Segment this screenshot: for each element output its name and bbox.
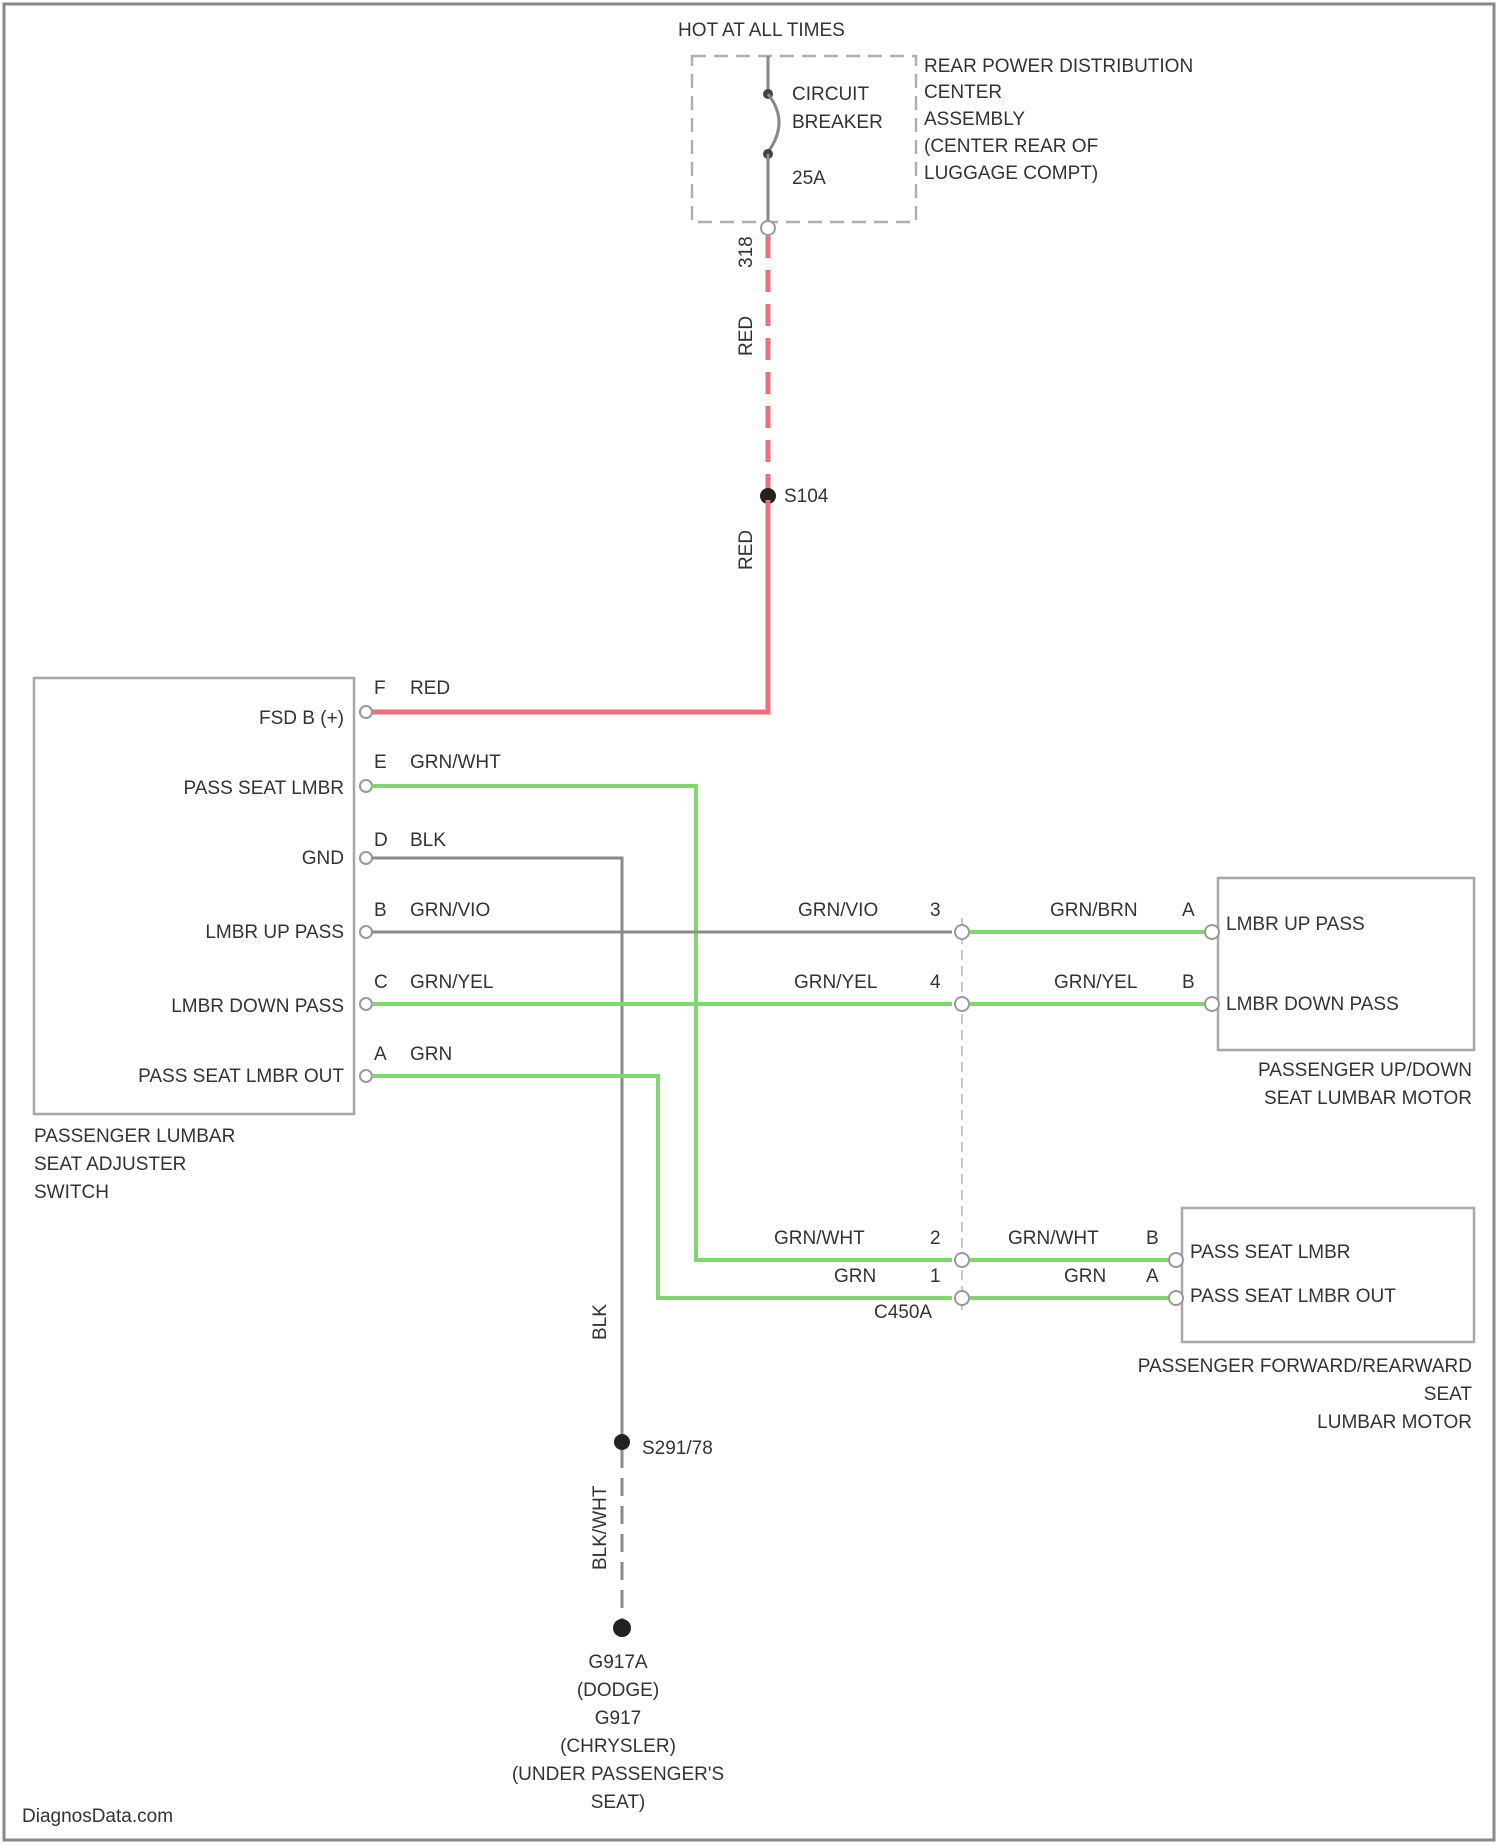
conn-left-wire-3: GRN/VIO [798,900,878,921]
switch-terminal-f [360,706,372,718]
updown-terminal-a [1205,925,1219,939]
switch-wire-a: GRN [410,1044,452,1065]
circuit-breaker-symbol [763,56,779,222]
switch-pin-a: A [374,1044,387,1065]
conn-pin-label-2: 2 [930,1228,941,1249]
conn-pin-label-1: 1 [930,1266,941,1287]
switch-pin-f: F [374,678,386,699]
switch-wire-d: BLK [410,830,446,851]
breaker-label-1: CIRCUIT [792,84,869,105]
splice-top-label: S104 [784,486,829,507]
connector-pin-1 [955,1291,969,1305]
ground-label-1: G917A [588,1652,647,1673]
connector-pin-2 [955,1253,969,1267]
switch-pin-label-d: GND [302,848,344,869]
fwdrear-pin-label-lmbr: PASS SEAT LMBR [1190,1242,1351,1263]
switch-wire-c: GRN/YEL [410,972,493,993]
fwdrear-motor-name-3: LUMBAR MOTOR [1317,1412,1472,1433]
switch-wire-e: GRN/WHT [410,752,501,773]
rpdc-label-2: CENTER [924,82,1002,103]
wire-blk-ground [372,858,622,1438]
switch-terminal-c [360,998,372,1010]
connector-id: C450A [874,1302,932,1323]
switch-terminal-e [360,780,372,792]
updown-motor-name-2: SEAT LUMBAR MOTOR [1264,1088,1472,1109]
updown-motor-name-1: PASSENGER UP/DOWN [1258,1060,1472,1081]
ground-wire-lower-color: BLK/WHT [590,1485,611,1570]
ground-point [613,1619,631,1637]
rpdc-label-1: REAR POWER DISTRIBUTION [924,56,1193,77]
rpdc-label-5: LUGGAGE COMPT) [924,163,1098,184]
motor-pin-label-b-updown: B [1182,972,1195,993]
conn-pin-label-4: 4 [930,972,941,993]
fwdrear-motor-name-1: PASSENGER FORWARD/REARWARD [1138,1356,1472,1377]
switch-pin-label-e: PASS SEAT LMBR [184,778,345,799]
motor-pin-label-b-fwdrear: B [1146,1228,1159,1249]
watermark: DiagnosData.com [22,1806,173,1827]
splice-bottom-label: S291/78 [642,1438,713,1459]
ground-label-6: SEAT) [591,1792,646,1813]
switch-name-1: PASSENGER LUMBAR [34,1126,235,1147]
switch-pin-c: C [374,972,388,993]
updown-pin-label-up: LMBR UP PASS [1226,914,1365,935]
breaker-label-2: BREAKER [792,112,883,133]
conn-left-wire-4: GRN/YEL [794,972,877,993]
splice-dot-bottom [614,1434,630,1450]
ground-label-5: (UNDER PASSENGER'S [512,1764,724,1785]
ground-label-3: G917 [595,1708,641,1729]
wire-color-upper-red: RED [736,316,757,356]
switch-pin-label-b: LMBR UP PASS [205,922,344,943]
rpdc-terminal [761,221,775,235]
switch-wire-f: RED [410,678,450,699]
wire-circuit-318: 318 [736,236,757,268]
conn-right-wire-4: GRN/YEL [1054,972,1137,993]
conn-right-wire-3: GRN/BRN [1050,900,1138,921]
conn-right-wire-1: GRN [1064,1266,1106,1287]
conn-right-wire-2: GRN/WHT [1008,1228,1099,1249]
wire-color-lower-red: RED [736,530,757,570]
switch-pin-label-a: PASS SEAT LMBR OUT [138,1066,344,1087]
fwdrear-motor-box [1182,1208,1474,1342]
ground-label-4: (CHRYSLER) [560,1736,676,1757]
updown-pin-label-down: LMBR DOWN PASS [1226,994,1399,1015]
switch-terminal-b [360,926,372,938]
conn-pin-label-3: 3 [930,900,941,921]
switch-pin-label-f: FSD B (+) [259,708,344,729]
conn-left-wire-1: GRN [834,1266,876,1287]
switch-terminal-a [360,1070,372,1082]
switch-pin-d: D [374,830,388,851]
switch-wire-b: GRN/VIO [410,900,490,921]
switch-pin-label-c: LMBR DOWN PASS [171,996,344,1017]
switch-pin-e: E [374,752,387,773]
motor-pin-label-a-fwdrear: A [1146,1266,1159,1287]
lumbar-switch-box [34,678,354,1114]
rpdc-box [692,56,916,222]
motor-pin-label-a-updown: A [1182,900,1195,921]
rpdc-label-3: ASSEMBLY [924,109,1025,130]
switch-pin-b: B [374,900,387,921]
fwdrear-pin-label-lmbr-out: PASS SEAT LMBR OUT [1190,1286,1396,1307]
switch-terminal-d [360,852,372,864]
fwdrear-terminal-a [1169,1291,1183,1305]
wire-grn [372,1076,952,1298]
connector-pin-3 [955,925,969,939]
switch-name-2: SEAT ADJUSTER [34,1154,186,1175]
breaker-rating: 25A [792,168,826,189]
switch-name-3: SWITCH [34,1182,109,1203]
updown-terminal-b [1205,997,1219,1011]
conn-left-wire-2: GRN/WHT [774,1228,865,1249]
rpdc-label-4: (CENTER REAR OF [924,136,1098,157]
fwdrear-terminal-b [1169,1253,1183,1267]
updown-motor-box [1218,878,1474,1050]
header-text: HOT AT ALL TIMES [678,20,845,41]
fwdrear-motor-name-2: SEAT [1424,1384,1473,1405]
connector-pin-4 [955,997,969,1011]
ground-label-2: (DODGE) [577,1680,659,1701]
ground-wire-upper-color: BLK [590,1304,611,1340]
